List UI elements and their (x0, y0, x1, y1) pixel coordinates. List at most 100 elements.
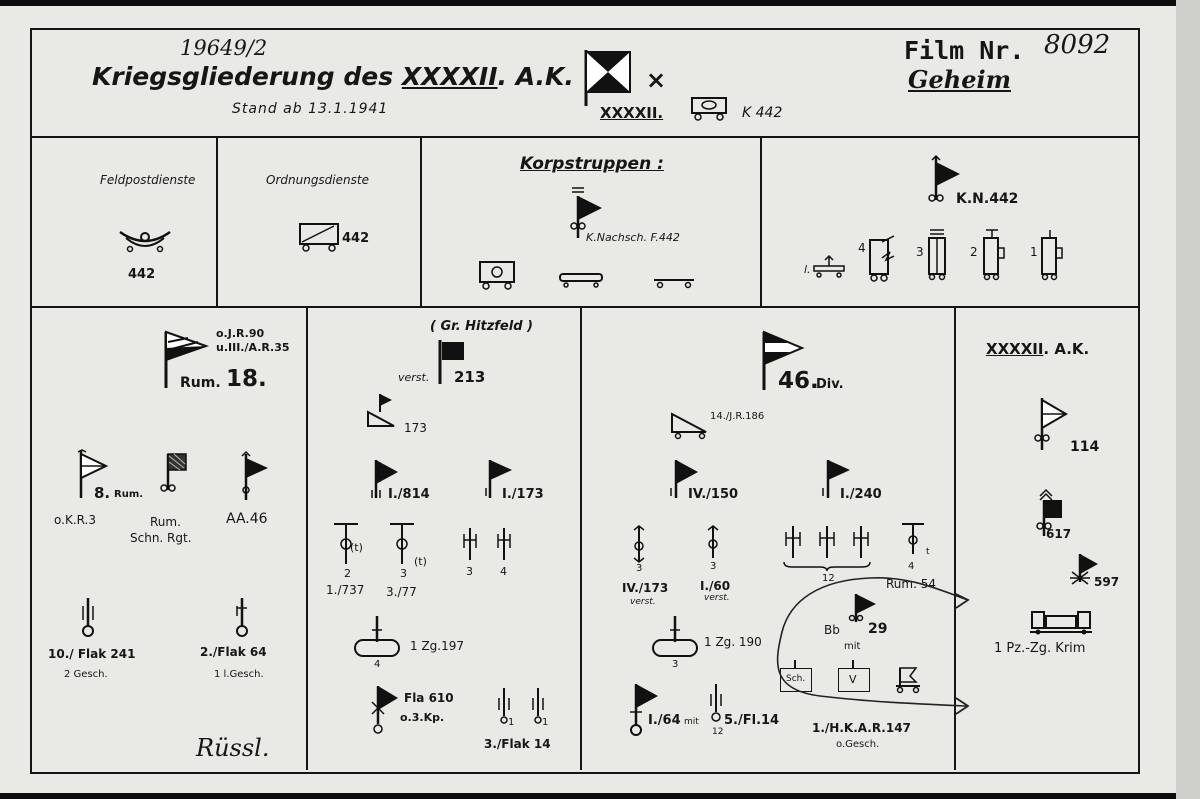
jr186-gun-icon (671, 412, 707, 440)
hmg-4-num: 4 (500, 565, 507, 578)
signal-num-1: 1 (1030, 245, 1038, 259)
rum54-num: 4 (908, 561, 915, 572)
signal-light-label: l. (804, 263, 811, 276)
rum-schn-label-2: Schn. Rgt. (130, 531, 192, 545)
zg190-tank-icon (652, 616, 698, 657)
flak14-label: 3./Flak 14 (484, 737, 551, 751)
div46-suffix: Div. (816, 377, 844, 392)
flak-241-gun-icon (82, 598, 94, 637)
handdrawn-arrows (776, 577, 970, 715)
corps-label-number: XXXXII (986, 340, 1044, 358)
flak241-label: 10./ Flak 241 (48, 647, 136, 661)
c173-mortar-icon (633, 525, 645, 563)
hq-cross: × (646, 66, 667, 94)
telephone-company-1-icon (1041, 230, 1063, 281)
aa46-label: AA.46 (226, 511, 268, 527)
bb29-number: 29 (868, 621, 888, 637)
bb29-prefix: Bb (824, 623, 840, 637)
c737-mg-icon (334, 523, 358, 564)
v-vehicle-label: V (849, 673, 857, 686)
feldpost-number: 442 (128, 267, 156, 282)
c77-mg-icon (390, 523, 414, 564)
vline-col-1 (306, 308, 308, 770)
fla610-label: Fla 610 (404, 691, 454, 705)
flak64-label: 2./Flak 64 (200, 645, 267, 659)
fla610-sub: o.3.Kp. (400, 711, 445, 724)
unit-173-label: 173 (404, 421, 427, 435)
truck-column-icon (654, 279, 694, 289)
bat-240-flag-icon (822, 460, 850, 498)
bat-173-label: I./173 (502, 487, 544, 502)
rum-cavalry-suffix: Rum. (114, 489, 144, 500)
post-horn-icon (119, 230, 171, 253)
hkar147-label: 1./H.K.A.R.147 (812, 721, 911, 735)
i64-label: I./64 (648, 713, 681, 728)
hmg-12c-icon (853, 526, 869, 558)
v-vehicle-box (838, 668, 870, 692)
verst-label: verst. (398, 371, 430, 384)
row-divider (30, 306, 1138, 308)
div-46-flag-icon (762, 330, 805, 390)
rum-schn-regiment-flag-icon (160, 453, 187, 492)
c160-label: I./60 (700, 579, 731, 593)
i64-mit: mit (684, 717, 699, 727)
hmg-12b-icon (819, 526, 835, 558)
rum-cavalry-number: 8. (94, 484, 111, 502)
c77-label: 3./77 (386, 585, 417, 599)
corps-label-suffix: . A.K. (1043, 340, 1090, 358)
armored-train-label: 1 Pz.-Zg. Krim (994, 641, 1086, 656)
regiment-213-flag-icon (438, 340, 464, 384)
light-column-icon (813, 254, 845, 278)
c737-t: (t) (350, 541, 363, 554)
group-hitzfeld-label: ( Gr. Hitzfeld ) (430, 319, 533, 334)
rum54-t: t (926, 547, 930, 557)
pennant-vehicle-icon (896, 667, 920, 694)
zg197-label: 1 Zg.197 (410, 639, 465, 653)
signal-battalion-label: K.N.442 (956, 191, 1019, 207)
signal-num-3: 3 (916, 245, 924, 259)
bat-814-flag-icon (371, 460, 398, 498)
bat-173-flag-icon (485, 460, 512, 498)
ordnung-number: 442 (342, 231, 370, 246)
fl14-label: 5./Fl.14 (724, 713, 780, 728)
rum-schn-label-1: Rum. (150, 515, 181, 529)
rum18-prefix: Rum. (180, 375, 221, 391)
telephone-company-3-icon (928, 229, 946, 281)
unit-617-label: 617 (1046, 527, 1072, 541)
signature: Rüssl. (196, 734, 270, 762)
c737-num: 2 (344, 567, 351, 580)
rum18-info-1: o.J.R.90 (216, 327, 265, 340)
hq-label: XXXXII. (600, 104, 664, 122)
bakery-vehicle-icon (479, 261, 515, 290)
armored-train-icon (1030, 611, 1092, 635)
right-shade (1176, 0, 1200, 799)
top-edge (0, 0, 1200, 6)
vline-services-1 (216, 138, 218, 306)
flak14-gun-1-icon (498, 688, 510, 724)
unit-597-label: 597 (1094, 575, 1120, 589)
unit-114-label: 114 (1070, 439, 1100, 455)
nachschub-label: K.Nachsch. F.442 (586, 231, 680, 244)
div46-number: 46. (778, 368, 819, 394)
radio-company-icon (869, 235, 895, 282)
rum18-number: 18. (226, 366, 267, 392)
hkar147-sub: o.Gesch. (836, 739, 880, 750)
hmg-12a-icon (785, 526, 801, 558)
sch-vehicle-box (780, 668, 812, 692)
header-divider (30, 136, 1138, 138)
zg197-tank-icon (354, 616, 400, 657)
archive-number: 19649/2 (180, 36, 268, 60)
corps-label: XXXXII. A.K. (986, 342, 1089, 357)
rum54-mortar-icon (902, 523, 924, 554)
hq-vehicle-icon (691, 97, 727, 121)
c160-sub: verst. (704, 593, 730, 603)
hmg-4-icon (497, 528, 511, 560)
flak-64-gun-icon (236, 598, 248, 637)
bb29-flag-icon (848, 594, 876, 622)
secret-stamp: Geheim (908, 65, 1011, 94)
c160-mortar-icon (707, 525, 719, 558)
supply-column-icon (559, 273, 603, 288)
flak14-num-1: 1 (508, 717, 515, 728)
hmg-12-brace-icon (783, 561, 871, 572)
